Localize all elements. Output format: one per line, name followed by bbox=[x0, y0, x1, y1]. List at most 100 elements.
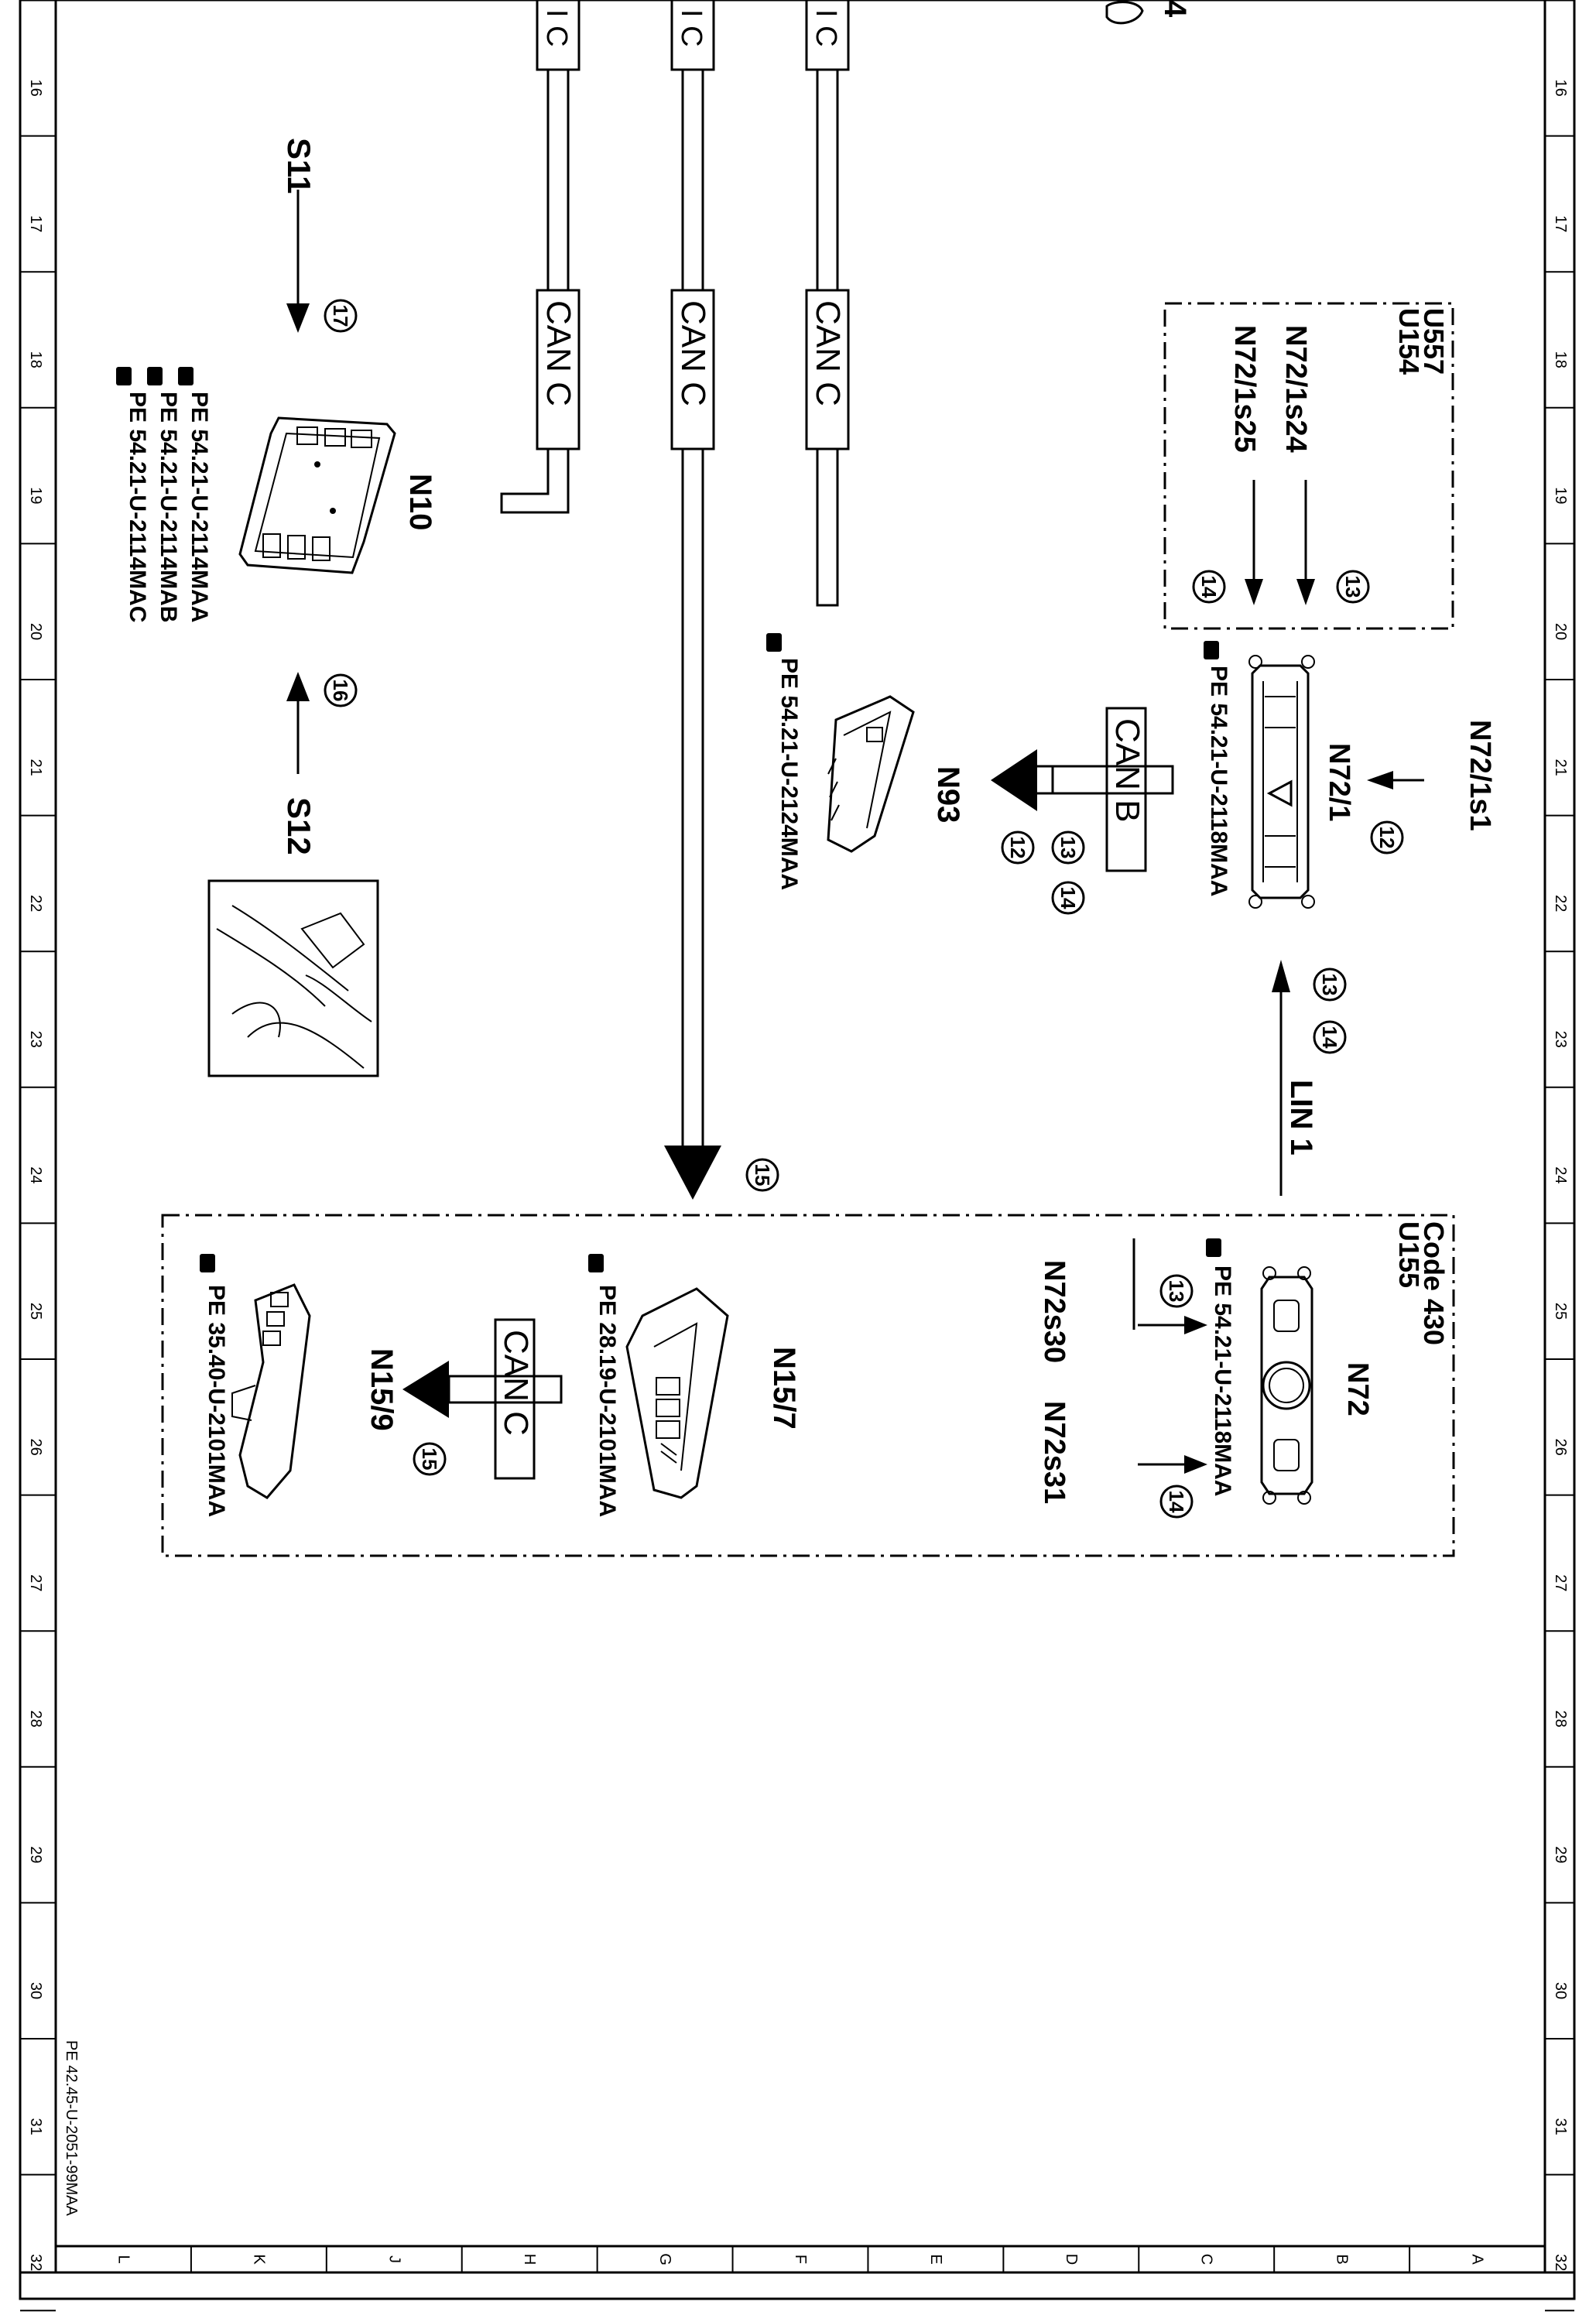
n10-label: N10 bbox=[403, 474, 437, 530]
n72-1s1-label: N72/1s1 bbox=[1464, 720, 1496, 831]
step-12: 12 bbox=[1006, 837, 1029, 859]
column-letter: C bbox=[1198, 2254, 1215, 2265]
step-16: 16 bbox=[329, 680, 352, 702]
row-number-left: 25 bbox=[27, 1303, 44, 1320]
row-number-right: 19 bbox=[1552, 487, 1569, 504]
step-13: 13 bbox=[1165, 1280, 1188, 1303]
reference-hand-icon bbox=[200, 1254, 215, 1272]
can-c-fragment-label: I C bbox=[540, 9, 573, 47]
reference-hand-icon bbox=[766, 633, 782, 652]
n72-1-label: N72/1 bbox=[1323, 743, 1355, 821]
n10-reference-list: PE 54.21-U-2114MAA PE 54.21-U-2114MAB PE… bbox=[116, 367, 212, 622]
row-number-right: 30 bbox=[1552, 1982, 1569, 1999]
row-number-right: 28 bbox=[1552, 1711, 1569, 1728]
n93-module: N93 PE 54.21-U-2124MAA bbox=[766, 633, 965, 890]
n72s30-label: N72s30 bbox=[1038, 1260, 1070, 1363]
n72s31-label: N72s31 bbox=[1038, 1401, 1070, 1504]
can-c-label: CAN C bbox=[809, 300, 847, 406]
document-code: PE 42.45-U-2051-99MAA bbox=[63, 2040, 80, 2216]
row-number-left: 22 bbox=[27, 895, 44, 912]
top-fragment-label: 4 bbox=[1158, 0, 1192, 18]
step-15: 15 bbox=[418, 1448, 441, 1471]
n72-1s25-label: N72/1s25 bbox=[1228, 325, 1261, 453]
row-number-right: 26 bbox=[1552, 1438, 1569, 1455]
row-number-left: 28 bbox=[27, 1711, 44, 1728]
n15-9-label: N15/9 bbox=[365, 1348, 399, 1431]
n15-9-module: N15/9 PE 35.40-U-2101MAA bbox=[200, 1254, 399, 1517]
code-box-lower-line: U155 bbox=[1393, 1221, 1425, 1288]
n93-label: N93 bbox=[931, 766, 965, 823]
row-number-left: 26 bbox=[27, 1438, 44, 1455]
row-number-left: 32 bbox=[27, 2254, 44, 2271]
reference-hand-icon bbox=[1204, 641, 1219, 659]
row-number-left: 20 bbox=[27, 623, 44, 640]
row-number-left: 16 bbox=[27, 79, 44, 96]
step-13: 13 bbox=[1341, 576, 1365, 598]
row-number-right: 29 bbox=[1552, 1846, 1569, 1863]
lin-1-label: LIN 1 bbox=[1284, 1080, 1318, 1156]
column-letter: D bbox=[1063, 2254, 1080, 2265]
n15-7-reference: PE 28.19-U-2101MAA bbox=[594, 1285, 620, 1517]
row-number-left: 19 bbox=[27, 487, 44, 504]
n15-7-label: N15/7 bbox=[767, 1347, 801, 1430]
code-box-upper: U557 U154 N72/1s24 N72/1s25 13 14 bbox=[1163, 302, 1454, 630]
n93-reference: PE 54.21-U-2124MAA bbox=[776, 658, 802, 890]
row-number-right: 20 bbox=[1552, 623, 1569, 640]
step-14: 14 bbox=[1057, 887, 1080, 909]
row-number-right: 17 bbox=[1552, 215, 1569, 232]
can-b-label: CAN B bbox=[1108, 718, 1146, 822]
reference-hand-icon bbox=[1206, 1238, 1221, 1257]
s12-switch-group: 16 S12 bbox=[207, 672, 379, 1077]
s11-switch-group: S11 17 bbox=[281, 138, 358, 333]
step-14: 14 bbox=[1318, 1026, 1341, 1049]
n15-9-reference: PE 35.40-U-2101MAA bbox=[204, 1285, 229, 1517]
can-c-top-fragments: I C I C I C bbox=[536, 0, 850, 71]
n72-1-reference: PE 54.21-U-2118MAA bbox=[1206, 666, 1231, 896]
column-letter: E bbox=[927, 2254, 944, 2264]
n72-input-arrows bbox=[1138, 1316, 1207, 1474]
row-number-right: 21 bbox=[1552, 759, 1569, 776]
row-number-right: 22 bbox=[1552, 895, 1569, 912]
row-number-left: 29 bbox=[27, 1846, 44, 1863]
step-15: 15 bbox=[751, 1164, 774, 1187]
row-number-right: 27 bbox=[1552, 1574, 1569, 1591]
code-box-upper-line: U154 bbox=[1393, 308, 1425, 375]
column-letter: H bbox=[521, 2254, 538, 2265]
can-b-link: CAN B 12 13 14 bbox=[991, 707, 1174, 915]
row-number-right: 25 bbox=[1552, 1303, 1569, 1320]
step-14: 14 bbox=[1165, 1491, 1188, 1513]
row-number-right: 18 bbox=[1552, 351, 1569, 368]
can-c-label: CAN C bbox=[674, 300, 712, 406]
can-c-fragment-label: I C bbox=[675, 9, 707, 47]
n72-1s24-label: N72/1s24 bbox=[1279, 325, 1312, 453]
n72-1-module: N72/1s1 12 N72/1 PE 54.21-U-2118MAA bbox=[1204, 641, 1496, 909]
n10-reference: PE 54.21-U-2114MAB bbox=[156, 392, 181, 622]
step-13: 13 bbox=[1057, 837, 1080, 859]
row-number-left: 21 bbox=[27, 759, 44, 776]
can-c-bus-arrowhead bbox=[664, 1146, 721, 1200]
can-c-labels: CAN C CAN C CAN C bbox=[536, 289, 850, 450]
row-number-left: 24 bbox=[27, 1166, 44, 1183]
step-14: 14 bbox=[1197, 576, 1221, 598]
step-12: 12 bbox=[1375, 827, 1399, 849]
column-letter: J bbox=[385, 2255, 402, 2263]
step-13: 13 bbox=[1318, 974, 1341, 996]
n10-reference: PE 54.21-U-2114MAA bbox=[187, 392, 212, 622]
reference-hand-icon bbox=[588, 1254, 604, 1272]
row-number-right: 23 bbox=[1552, 1031, 1569, 1048]
column-letter: G bbox=[656, 2253, 673, 2265]
code-box-lower: Code 430 U155 bbox=[161, 1214, 1455, 1557]
row-number-right: 24 bbox=[1552, 1166, 1569, 1183]
code-box-upper-line: U557 bbox=[1418, 308, 1450, 375]
row-number-right: 32 bbox=[1552, 2254, 1569, 2271]
code-box-lower-line: Code 430 bbox=[1418, 1221, 1450, 1345]
can-c-link-lower: CAN C 15 bbox=[402, 1318, 563, 1480]
n72-reference: PE 54.21-U-2118MAA bbox=[1210, 1265, 1235, 1496]
sheet-frame bbox=[19, 0, 1576, 2300]
row-number-left: 27 bbox=[27, 1574, 44, 1591]
lin-1-link: LIN 1 13 14 bbox=[1272, 960, 1347, 1196]
row-number-left: 23 bbox=[27, 1031, 44, 1048]
n72-module: N72 PE 54.21-U-2118MAA 13 N72s30 bbox=[1038, 1238, 1374, 1505]
